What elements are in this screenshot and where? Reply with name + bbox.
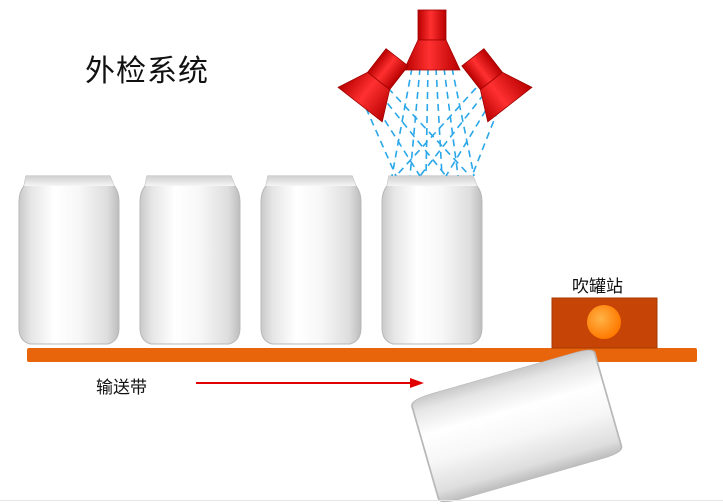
can (260, 175, 362, 345)
diagram-title: 外检系统 (85, 54, 209, 89)
rejected-can (411, 349, 623, 503)
station-light-icon (587, 305, 621, 339)
conveyor-belt (27, 348, 697, 362)
blow-station (551, 297, 658, 349)
blow-station-label: 吹罐站 (572, 277, 623, 297)
inspection-beams (365, 67, 499, 177)
camera-nozzle-icon (403, 9, 461, 71)
can-under-inspection (381, 175, 483, 345)
camera-nozzle-icon (461, 48, 533, 123)
can (139, 175, 241, 345)
can (18, 175, 120, 345)
divider (0, 500, 723, 501)
direction-arrow-icon (196, 378, 424, 388)
conveyor-label: 输送带 (96, 378, 147, 398)
camera-nozzle-icon (337, 48, 409, 123)
